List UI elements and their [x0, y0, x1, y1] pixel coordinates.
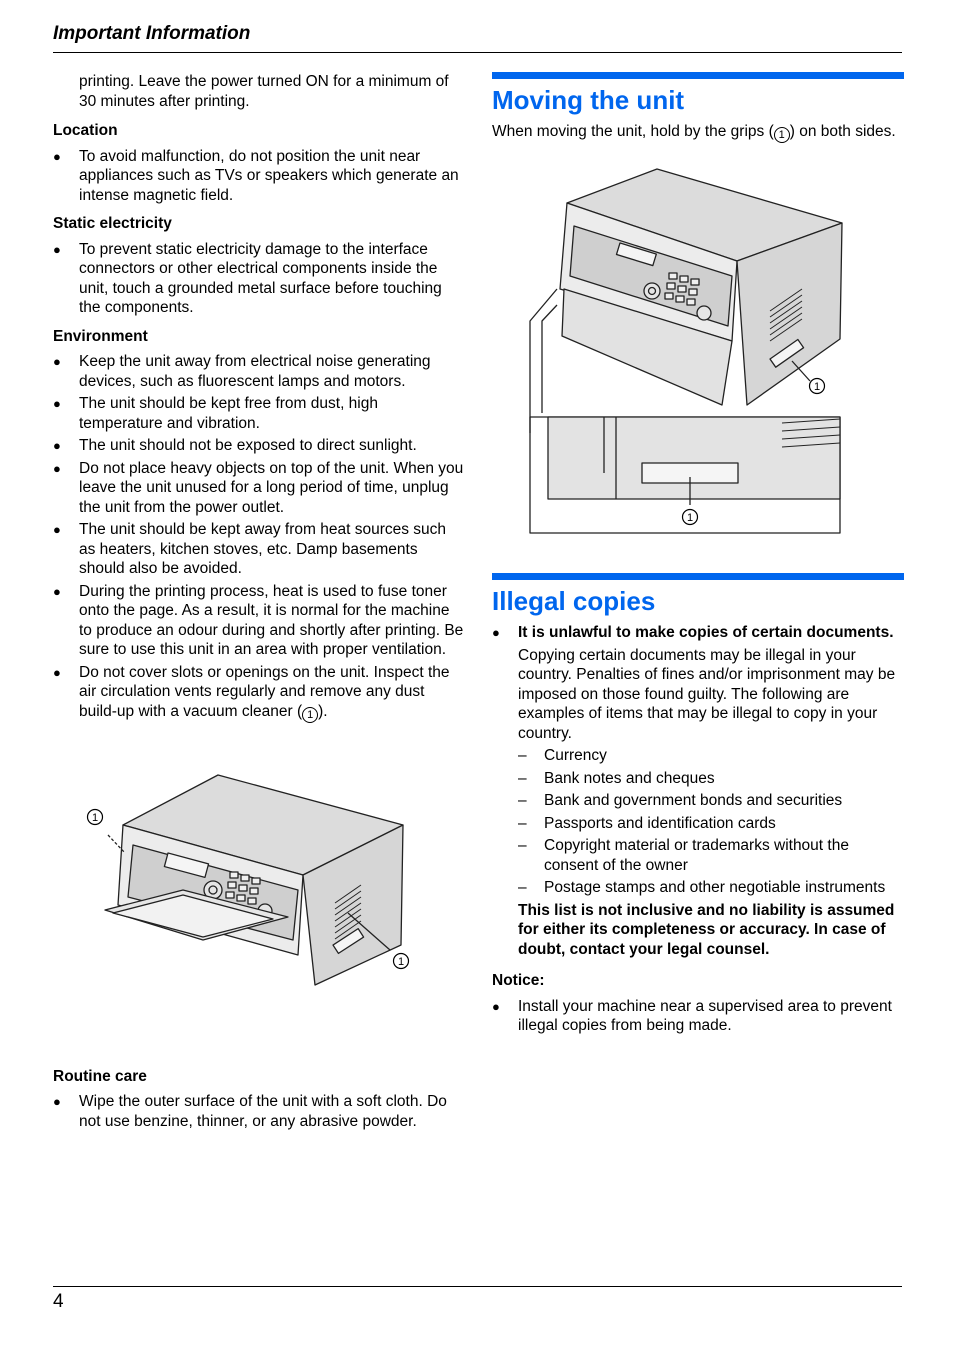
environment-item: ●The unit should be kept away from heat … [53, 521, 447, 577]
environment-item: ●The unit should be kept free from dust,… [53, 395, 378, 432]
location-item: ●To avoid malfunction, do not position t… [53, 147, 459, 204]
bullet-icon: ● [53, 241, 61, 257]
printer-grips-illustration: 1 1 [529, 168, 843, 534]
footer-rule [53, 1286, 902, 1287]
location-section: Location ●To avoid malfunction, do not p… [53, 121, 465, 205]
bullet-icon: ● [53, 354, 61, 369]
callout-marker-text: 1 [92, 812, 98, 824]
dash-icon: – [518, 837, 527, 854]
static-heading: Static electricity [53, 215, 172, 232]
environment-heading: Environment [53, 327, 148, 345]
illegal-list-item: –Bank notes and cheques [518, 769, 715, 787]
dash-icon: – [518, 792, 527, 809]
left-column: printing. Leave the power turned ON for … [53, 72, 465, 1140]
bullet-icon: ● [53, 396, 61, 411]
notice-heading: Notice: [492, 972, 545, 989]
illegal-paragraph: Copying certain documents may be illegal… [518, 646, 896, 742]
callout-marker-text: 1 [687, 512, 693, 524]
moving-title: Moving the unit [492, 85, 685, 115]
dash-icon: – [518, 814, 527, 832]
bullet-icon: ● [492, 998, 500, 1014]
page-number: 4 [53, 1291, 64, 1312]
illegal-list-item: –Bank and government bonds and securitie… [518, 792, 843, 809]
callout-marker-text: 1 [398, 956, 404, 968]
environment-item: ●The unit should not be exposed to direc… [53, 437, 417, 454]
continued-text: printing. Leave the power turned ON for … [79, 73, 449, 110]
illegal-list-item: –Currency [518, 747, 607, 764]
page-header-title: Important Information [53, 23, 251, 44]
illegal-disclaimer: This list is not inclusive and no liabil… [518, 901, 895, 958]
notice-item: ●Install your machine near a supervised … [492, 997, 892, 1035]
environment-item: ●Do not place heavy objects on top of th… [53, 459, 464, 516]
moving-section-bar [492, 72, 904, 79]
bullet-icon: ● [53, 522, 61, 537]
illegal-title: Illegal copies [492, 586, 656, 616]
routine-item: ●Wipe the outer surface of the unit with… [53, 1093, 447, 1130]
illegal-section-bar [492, 573, 904, 580]
bullet-icon: ● [53, 1094, 61, 1109]
routine-section: Routine care ●Wipe the outer surface of … [53, 1067, 465, 1132]
illegal-list-item: –Copyright material or trademarks withou… [518, 837, 849, 874]
bullet-icon: ● [53, 664, 61, 680]
printer-vents-illustration: 1 1 [86, 773, 410, 986]
routine-heading: Routine care [53, 1067, 147, 1085]
environment-item: ●Do not cover slots or openings on the u… [53, 663, 450, 723]
bullet-icon: ● [53, 438, 61, 453]
callout-marker-icon: 1 [773, 127, 790, 143]
callout-marker-text: 1 [814, 381, 820, 393]
bullet-icon: ● [53, 148, 61, 164]
environment-item: ●During the printing process, heat is us… [53, 582, 464, 659]
environment-section: Environment ●Keep the unit away from ele… [53, 327, 465, 723]
illegal-lead: ●It is unlawful to make copies of certai… [492, 624, 894, 641]
static-item: ●To prevent static electricity damage to… [53, 240, 442, 317]
bullet-icon: ● [492, 625, 500, 640]
callout-marker-icon: 1 [302, 706, 319, 723]
dash-icon: – [518, 879, 527, 896]
right-column: Moving the unit When moving the unit, ho… [492, 72, 904, 1039]
dash-icon: – [518, 747, 527, 764]
illegal-list-item: –Postage stamps and other negotiable ins… [518, 879, 886, 896]
bullet-icon: ● [53, 583, 61, 599]
dash-icon: – [518, 769, 527, 787]
header-rule [53, 52, 902, 53]
bullet-icon: ● [53, 460, 61, 476]
static-section: Static electricity ●To prevent static el… [53, 214, 465, 318]
location-heading: Location [53, 122, 118, 139]
illegal-list-item: –Passports and identification cards [518, 814, 776, 832]
moving-text: When moving the unit, hold by the grips … [492, 123, 896, 143]
environment-item: ●Keep the unit away from electrical nois… [53, 353, 431, 390]
